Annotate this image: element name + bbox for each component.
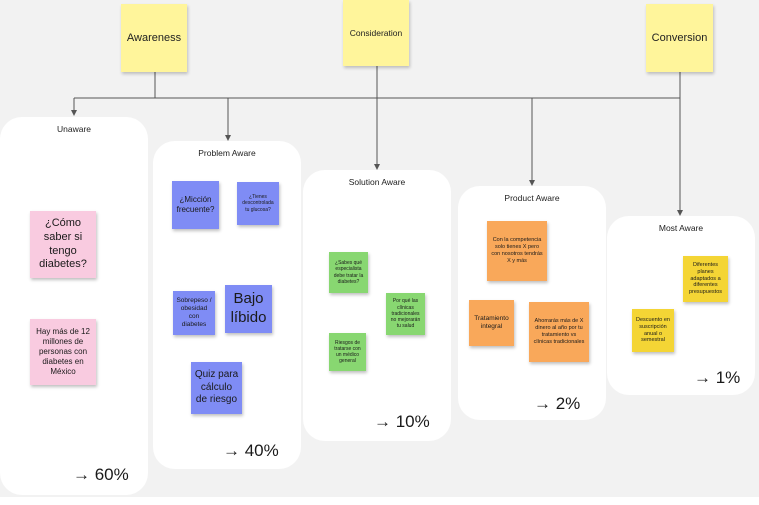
sticky-note[interactable]: Tratamiento integral [469, 300, 514, 346]
stage-card-solution-aware[interactable]: Solution Aware ¿Sabes qué especialista d… [303, 170, 451, 441]
header-note-awareness[interactable]: Awareness [121, 4, 187, 72]
sticky-note-text: Diferentes planes adaptados a diferentes… [688, 261, 723, 296]
sticky-note[interactable]: Ahorrarás más de X dinero al año por tu … [529, 302, 589, 362]
sticky-note[interactable]: ¿Tienes descontrolada tu glucosa? [237, 182, 279, 225]
sticky-note[interactable]: ¿Cómo saber si tengo diabetes? [30, 211, 96, 278]
stage-title: Problem Aware [198, 148, 256, 158]
stage-card-most-aware[interactable]: Most Aware Diferentes planes adaptados a… [607, 216, 755, 395]
sticky-note[interactable]: Con la competencia solo tienes X pero co… [487, 221, 547, 281]
sticky-note-text: ¿Micción frecuente? [176, 195, 215, 214]
sticky-note[interactable]: Diferentes planes adaptados a diferentes… [683, 256, 728, 302]
sticky-note-text: Con la competencia solo tienes X pero co… [491, 237, 543, 264]
header-note-label: Awareness [126, 32, 182, 44]
sticky-note-text: Sobrepeso / obesidad con diabetes [176, 296, 212, 329]
header-note-label: Conversion [651, 32, 708, 44]
sticky-note[interactable]: Hay más de 12 millones de personas con d… [30, 319, 96, 385]
sticky-note-text: Tratamiento integral [474, 314, 509, 330]
header-note-label: Consideration [349, 28, 403, 38]
sticky-note-text: Quiz para cálculo de riesgo [194, 369, 239, 406]
conversion-percentage: → 40% [223, 441, 279, 460]
conversion-percentage: → 1% [694, 368, 741, 387]
stage-card-problem-aware[interactable]: Problem Aware ¿Micción frecuente? ¿Tiene… [153, 141, 301, 469]
sticky-note-text: Hay más de 12 millones de personas con d… [36, 327, 90, 376]
conversion-percentage: → 2% [534, 394, 581, 413]
stage-title: Solution Aware [348, 177, 406, 187]
sticky-note[interactable]: Descuento en suscripción anual o semestr… [632, 309, 674, 352]
sticky-note-text: ¿Tienes descontrolada tu glucosa? [242, 194, 274, 213]
sticky-note[interactable]: Por qué las clínicas tradicionales no me… [386, 293, 425, 335]
sticky-note[interactable]: Riesgos de tratarse con un médico genera… [329, 333, 366, 371]
header-note-conversion[interactable]: Conversion [646, 4, 713, 72]
stage-title: Unaware [56, 124, 92, 134]
sticky-note-text: Bajo líbido [230, 290, 267, 326]
sticky-note-text: Por qué las clínicas tradicionales no me… [390, 298, 421, 330]
sticky-note[interactable]: ¿Sabes qué especialista debe tratar la d… [329, 252, 368, 293]
sticky-note-text: ¿Sabes qué especialista debe tratar la d… [333, 260, 364, 285]
sticky-note-text: Riesgos de tratarse con un médico genera… [334, 339, 361, 365]
sticky-note[interactable]: ¿Micción frecuente? [172, 181, 219, 229]
stage-card-unaware[interactable]: Unaware ¿Cómo saber si tengo diabetes? H… [0, 117, 148, 495]
stage-card-product-aware[interactable]: Product Aware Con la competencia solo ti… [458, 186, 606, 420]
conversion-percentage: → 60% [73, 465, 129, 484]
sticky-note[interactable]: Sobrepeso / obesidad con diabetes [173, 291, 215, 335]
sticky-note-text: Descuento en suscripción anual o semestr… [636, 316, 670, 344]
sticky-note-text: ¿Cómo saber si tengo diabetes? [39, 217, 87, 271]
stage-title: Product Aware [504, 193, 560, 203]
sticky-note-text: Ahorrarás más de X dinero al año por tu … [533, 318, 585, 345]
stage-title: Most Aware [658, 223, 704, 233]
sticky-note[interactable]: Bajo líbido [225, 285, 272, 333]
conversion-percentage: → 10% [374, 412, 430, 431]
board-bottom-strip [0, 497, 759, 505]
header-note-consideration[interactable]: Consideration [343, 0, 409, 66]
sticky-note[interactable]: Quiz para cálculo de riesgo [191, 362, 242, 414]
